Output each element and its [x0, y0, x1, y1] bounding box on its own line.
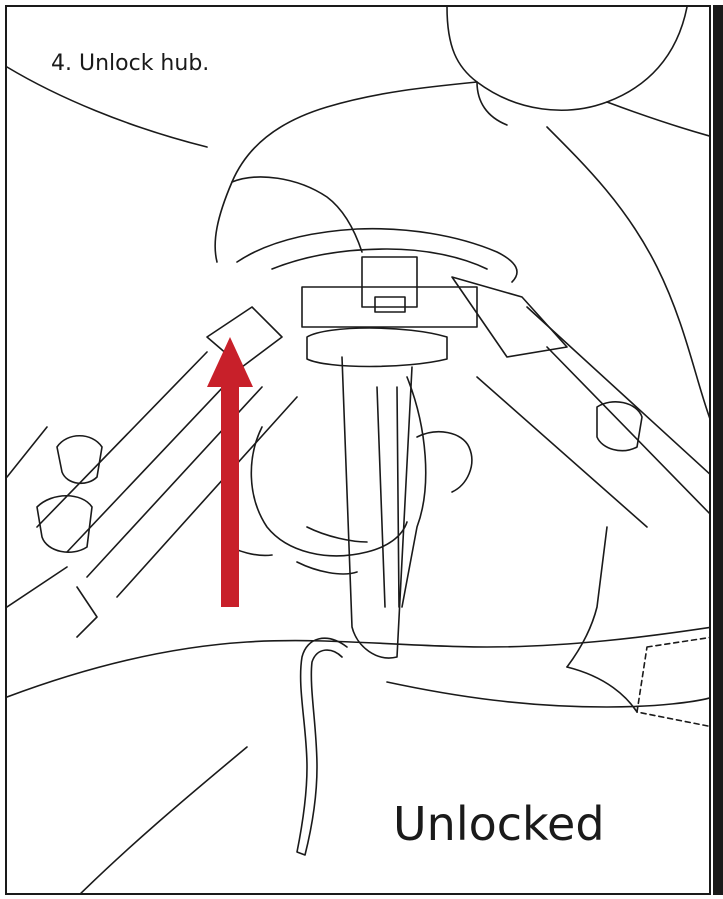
- handle-inner: [377, 387, 399, 607]
- lap-lower: [67, 747, 247, 895]
- torso-line: [7, 67, 207, 147]
- hub-lock-tab: [362, 257, 417, 307]
- leg-left-clamp: [57, 436, 102, 484]
- leg-right-tube-2: [547, 347, 711, 517]
- person-torso-left: [232, 177, 362, 252]
- lap-outline: [7, 627, 711, 697]
- person-arm-right: [547, 127, 711, 427]
- leg-left-foot: [77, 587, 97, 637]
- leg-left-tube-4: [117, 397, 297, 597]
- leg-left-outer-2: [7, 567, 67, 607]
- cable: [297, 638, 347, 855]
- hand-fingers: [222, 527, 367, 574]
- leg-left-outer: [7, 427, 47, 477]
- hub-cap: [237, 229, 517, 282]
- hub-unlock-illustration: [7, 7, 711, 895]
- person-neck: [477, 82, 507, 125]
- leg-left-clamp-2: [37, 496, 92, 552]
- instruction-panel: 4. Unlock hub. Unlocked: [5, 5, 711, 895]
- leg-right-clamp: [597, 402, 642, 451]
- status-label: Unlocked: [387, 797, 611, 851]
- leg-left-tube-1: [37, 352, 207, 527]
- jacket-pocket: [637, 637, 711, 727]
- leg-right-tube-3: [477, 377, 647, 527]
- lap-fold: [387, 682, 711, 707]
- up-arrow: [207, 337, 253, 607]
- leg-left-tube-2: [67, 367, 242, 552]
- step-instruction: 4. Unlock hub.: [47, 49, 213, 78]
- leg-right-lower: [567, 527, 607, 667]
- hub-cap-inner: [272, 249, 487, 269]
- person-shoulder-right: [607, 102, 711, 137]
- hub-lock-slot: [375, 297, 405, 312]
- lap-side: [567, 667, 637, 712]
- hand-left: [251, 427, 407, 556]
- person-head: [447, 7, 687, 110]
- leg-right-upper: [452, 277, 567, 357]
- hub-collar: [307, 328, 447, 367]
- leg-left-upper: [207, 307, 282, 367]
- page-edge-bar: [713, 5, 723, 895]
